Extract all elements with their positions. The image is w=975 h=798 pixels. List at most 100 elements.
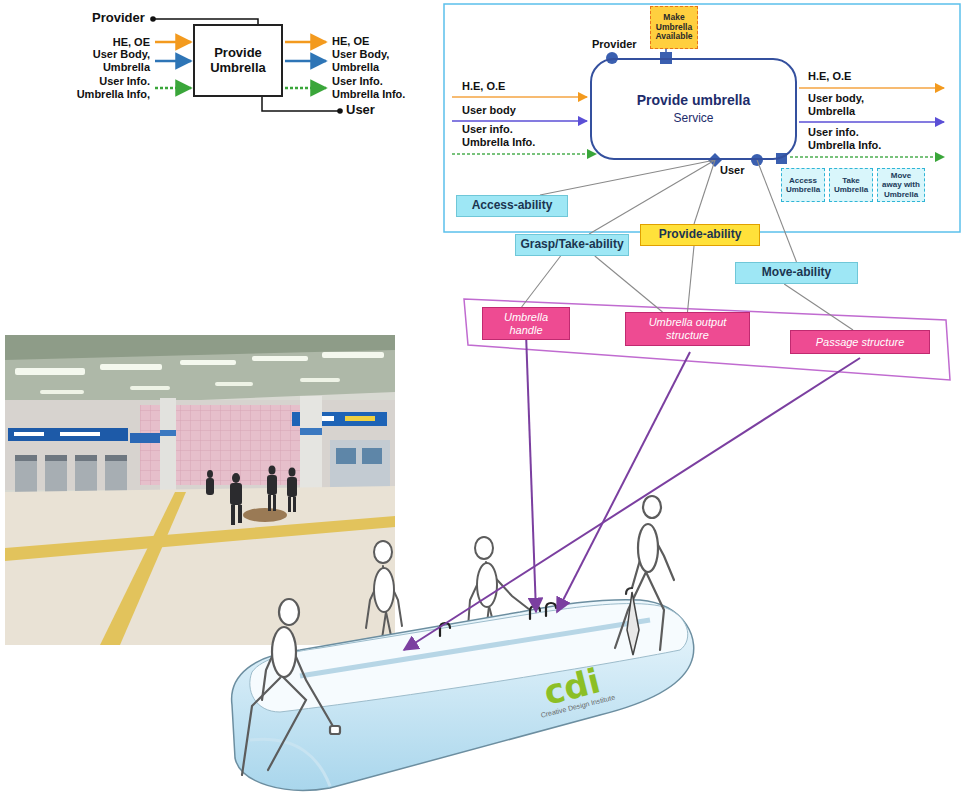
node-text: Umbrella handle: [487, 311, 565, 336]
station-photo: [289, 468, 296, 477]
umbrella-bench: [440, 603, 556, 636]
station-photo: [300, 378, 340, 382]
mannequin-figure: [627, 592, 639, 655]
station-photo: [45, 455, 67, 493]
mannequin-figure: [242, 678, 280, 775]
station-photo: [15, 455, 37, 461]
flow-label: User body, Umbrella: [808, 92, 878, 117]
node-text: Provide-ability: [645, 228, 755, 242]
role-label: User: [346, 103, 375, 118]
station-photo: [40, 390, 84, 394]
service-frame: [799, 87, 944, 89]
station-photo: [293, 497, 296, 512]
umbrella-bench: [300, 620, 650, 676]
station-photo: [5, 335, 395, 408]
function-wires: [150, 16, 156, 22]
service-box: Provide umbrellaService: [590, 58, 797, 160]
station-photo: [5, 486, 395, 645]
user-activity-box: Access Umbrella: [781, 168, 825, 202]
flow-label: User Info. Umbrella Info.: [332, 75, 422, 100]
structure-box: Passage structure: [790, 330, 930, 354]
station-photo: [5, 516, 395, 561]
flow-label: User Info. Umbrella Info,: [60, 75, 150, 100]
station-photo: [322, 352, 384, 358]
node-text: Access Umbrella: [785, 176, 821, 194]
station-photo: [206, 466, 297, 526]
station-photo: [268, 495, 271, 511]
station-photo: [5, 335, 395, 360]
station-photo: [15, 455, 37, 493]
service-frame: [444, 4, 960, 232]
node-text: Service: [595, 112, 792, 126]
umbrella-bench: [232, 600, 694, 791]
function-wires: [262, 97, 340, 111]
station-photo: [231, 505, 235, 525]
connector-line: [688, 246, 695, 312]
function-wires: [155, 60, 191, 63]
mannequin-figure: [475, 537, 493, 559]
function-wires: [285, 87, 326, 90]
station-photo: [232, 473, 240, 483]
user-activity-box: Take Umbrella: [829, 168, 873, 202]
structure-box: Umbrella handle: [482, 307, 570, 340]
pointer-arrow: [557, 352, 690, 612]
mannequin-figure: [330, 726, 340, 734]
connector-line: [522, 256, 561, 307]
station-photo: [14, 432, 44, 436]
role-label: User: [720, 164, 744, 177]
station-photo: [300, 428, 322, 435]
flow-label: User Body, Umbrella: [332, 48, 400, 73]
connector-line: [694, 160, 715, 224]
connector-line: [540, 160, 715, 195]
mannequin-figure: [374, 541, 392, 563]
station-photo: [287, 477, 297, 497]
station-photo: [215, 382, 253, 386]
station-photo: [273, 495, 276, 511]
flow-label: User info. Umbrella Info.: [808, 126, 898, 151]
mannequin-figure: [268, 676, 306, 770]
station-photo: [45, 455, 67, 461]
affordance-box: Grasp/Take-ability: [515, 234, 629, 256]
function-wires: [155, 87, 191, 90]
mannequin-figure: [279, 599, 299, 625]
node-text: Access-ability: [461, 199, 563, 213]
station-photo: [238, 505, 242, 523]
station-photo: [130, 433, 160, 443]
node-text: Provide umbrella: [595, 92, 792, 108]
station-photo: [15, 368, 85, 375]
station-photo: [288, 497, 291, 512]
umbrella-bench: [546, 603, 556, 616]
station-photo: [130, 386, 170, 390]
station-photo: [105, 455, 127, 493]
function-wires: [150, 16, 343, 114]
mannequin-figure: [646, 572, 664, 650]
node-text: Move-ability: [740, 266, 853, 280]
service-frame: [452, 96, 587, 98]
node-text: Make Umbrella Available: [654, 13, 694, 42]
station-photo: [75, 455, 97, 461]
station-photo: [8, 428, 128, 441]
function-wires: [285, 60, 326, 63]
affordance-box: Provide-ability: [640, 224, 760, 246]
mannequin-figure: [272, 627, 296, 677]
umbrella-bench: [232, 600, 694, 791]
station-photo: [345, 416, 375, 421]
node-text: Passage structure: [795, 336, 925, 349]
station-photo: [207, 470, 213, 478]
service-frame: [790, 156, 944, 158]
flow-label: HE, OE: [332, 35, 369, 48]
service-frame: [799, 121, 944, 123]
structure-band: [464, 299, 950, 380]
station-photo: [105, 455, 127, 461]
role-label: Provider: [592, 38, 637, 51]
connector-line: [589, 160, 715, 234]
station-photo: [269, 466, 276, 475]
node-text: Take Umbrella: [833, 176, 869, 194]
station-photo: [100, 492, 186, 645]
station-photo: [100, 364, 162, 370]
flow-label: H.E, O.E: [462, 80, 505, 93]
pointer-arrow: [404, 333, 860, 650]
